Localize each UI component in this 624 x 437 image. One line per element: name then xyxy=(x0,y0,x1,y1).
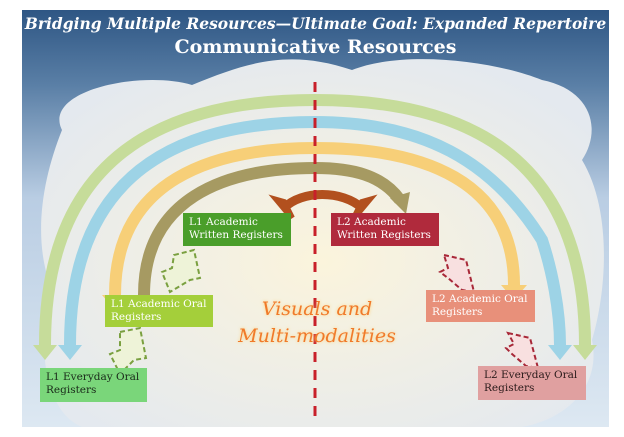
box-l1-everyday-oral: L1 Everyday Oral Registers xyxy=(40,368,147,402)
diagram-graphics xyxy=(33,59,604,427)
center-label-line2: Multi-modalities xyxy=(238,325,396,347)
olive-arc xyxy=(138,161,405,296)
box-l2-academic-written: L2 Academic Written Registers xyxy=(331,213,439,246)
box-l1-academic-written: L1 Academic Written Registers xyxy=(183,213,291,246)
center-label-line1: Visuals and xyxy=(261,298,373,320)
box-l1-academic-oral: L1 Academic Oral Registers xyxy=(105,295,213,327)
dashed-arrows-l2 xyxy=(438,253,540,370)
diagram-subtitle: Communicative Resources xyxy=(174,36,457,58)
diagram-frame: Bridging Multiple Resources—Ultimate Goa… xyxy=(22,10,609,427)
box-l2-academic-oral: L2 Academic Oral Registers xyxy=(426,290,535,322)
center-label: Visuals and Multi-modalities xyxy=(212,296,422,350)
diagram-title: Bridging Multiple Resources—Ultimate Goa… xyxy=(24,14,607,33)
blue-arc xyxy=(64,115,566,346)
box-l2-everyday-oral: L2 Everyday Oral Registers xyxy=(478,366,586,400)
cross-bridge-arrow xyxy=(280,190,366,212)
dashed-arrows-l1 xyxy=(108,248,202,376)
yellow-arc xyxy=(109,141,520,296)
